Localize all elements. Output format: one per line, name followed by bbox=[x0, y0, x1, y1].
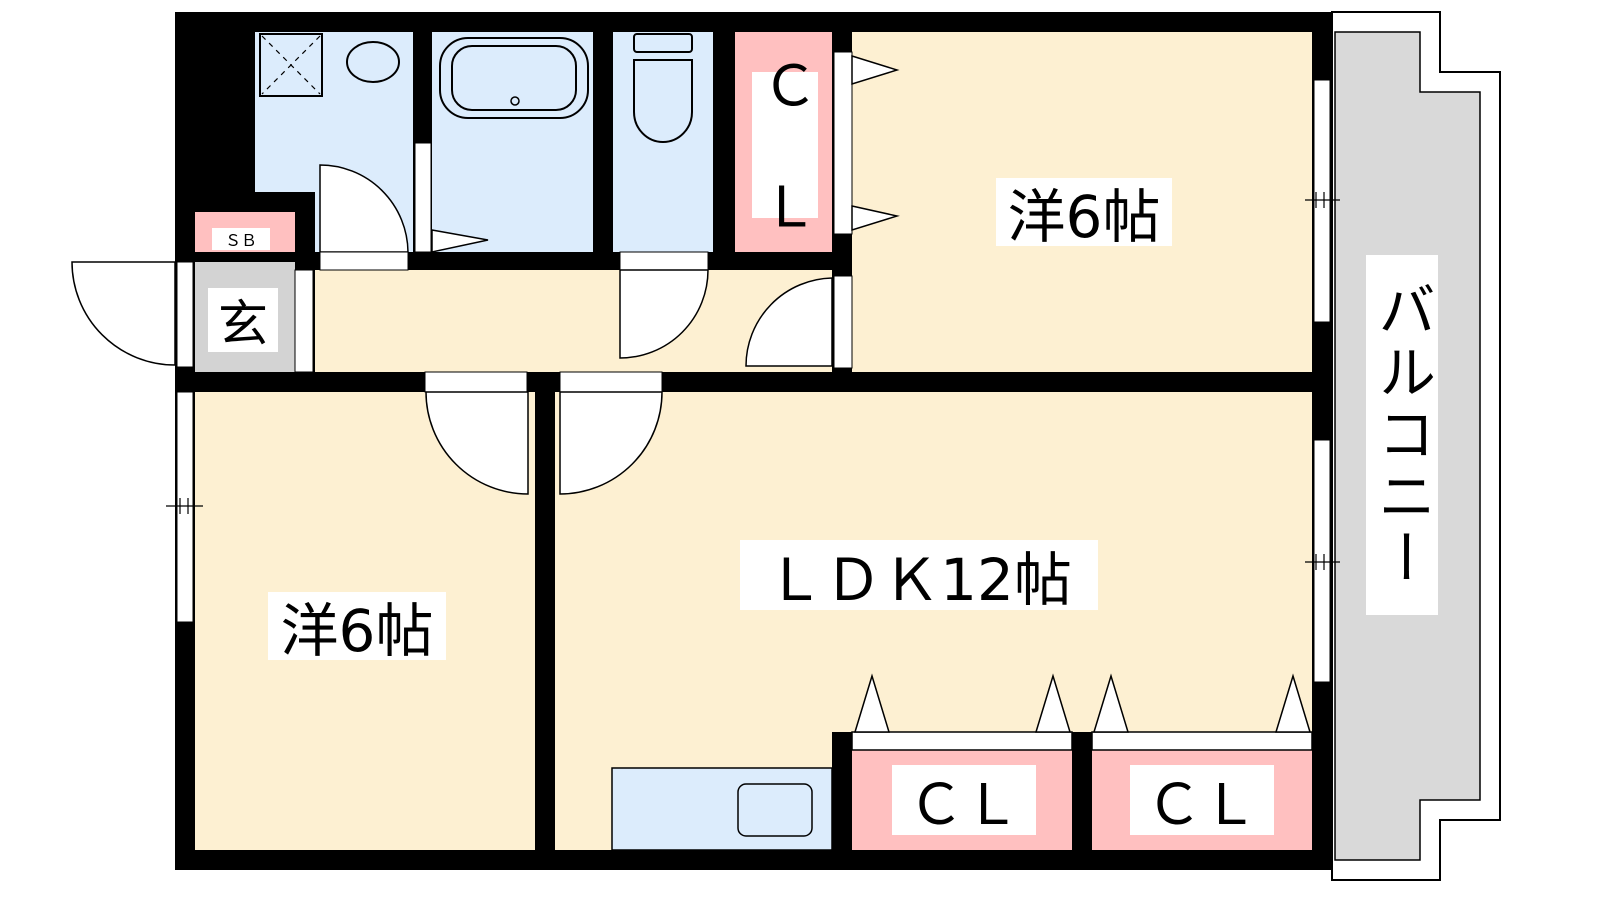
bathroom bbox=[432, 32, 593, 252]
hallway bbox=[315, 270, 832, 372]
window-marks bbox=[166, 192, 1340, 570]
window-top-right[interactable] bbox=[1313, 79, 1331, 323]
folding-door-mark bbox=[1034, 673, 1072, 733]
bathtub-icon bbox=[439, 37, 589, 119]
door-toilet bbox=[619, 269, 709, 359]
bath-door-frame bbox=[414, 142, 432, 253]
closet-door-strip-right bbox=[1091, 731, 1313, 751]
window-left-room[interactable] bbox=[176, 391, 194, 623]
entrance-step bbox=[294, 269, 314, 373]
room-label-closet-bottom-right: ＣＬ bbox=[1130, 765, 1274, 838]
room-label-western-top: 洋6帖 bbox=[996, 178, 1172, 251]
room-label-balcony: バルコニー bbox=[1366, 255, 1438, 615]
door-ldk bbox=[559, 391, 663, 495]
toilet-tank-icon bbox=[633, 33, 693, 53]
door-western-left bbox=[425, 391, 529, 495]
closet-door-strip bbox=[833, 51, 853, 235]
front-door-frame bbox=[176, 261, 194, 368]
bathtub-drain bbox=[510, 96, 520, 106]
door-frame bbox=[319, 251, 409, 271]
closet-wall-mid bbox=[1072, 732, 1092, 850]
room-label-entrance: 玄 bbox=[208, 288, 278, 353]
folding-door-mark bbox=[1274, 673, 1312, 733]
closet-door-strip-left bbox=[851, 731, 1073, 751]
room-label-closet-bottom-left: ＣＬ bbox=[892, 765, 1036, 838]
door-frame bbox=[619, 251, 709, 271]
folding-door-mark bbox=[853, 673, 891, 733]
drain-x bbox=[261, 35, 321, 95]
door-washroom bbox=[319, 164, 409, 253]
washbasin-icon bbox=[346, 41, 400, 83]
door-frame bbox=[424, 371, 528, 393]
door-western-top bbox=[745, 277, 833, 367]
folding-door-mark bbox=[851, 54, 900, 86]
kitchen-counter bbox=[611, 767, 833, 851]
door-frame bbox=[833, 275, 853, 369]
sink-icon bbox=[737, 783, 813, 837]
closet-wall bbox=[832, 732, 852, 850]
folding-door-mark bbox=[1092, 673, 1130, 733]
bathtub-inner bbox=[451, 45, 577, 111]
room-label-closet-top: Ｃ Ｌ bbox=[752, 56, 818, 234]
room-label-shoe-box: ＳＢ bbox=[212, 228, 270, 250]
folding-door-mark bbox=[431, 229, 489, 253]
room-label-western-left: 洋6帖 bbox=[268, 592, 446, 665]
room-label-ldk: ＬＤＫ12帖 bbox=[740, 540, 1098, 614]
front-door[interactable] bbox=[71, 261, 176, 366]
window-ldk[interactable] bbox=[1313, 439, 1331, 683]
folding-door-mark bbox=[851, 205, 900, 232]
toilet-bowl-icon bbox=[633, 59, 693, 143]
washing-machine-icon bbox=[259, 33, 323, 97]
door-frame bbox=[559, 371, 663, 393]
